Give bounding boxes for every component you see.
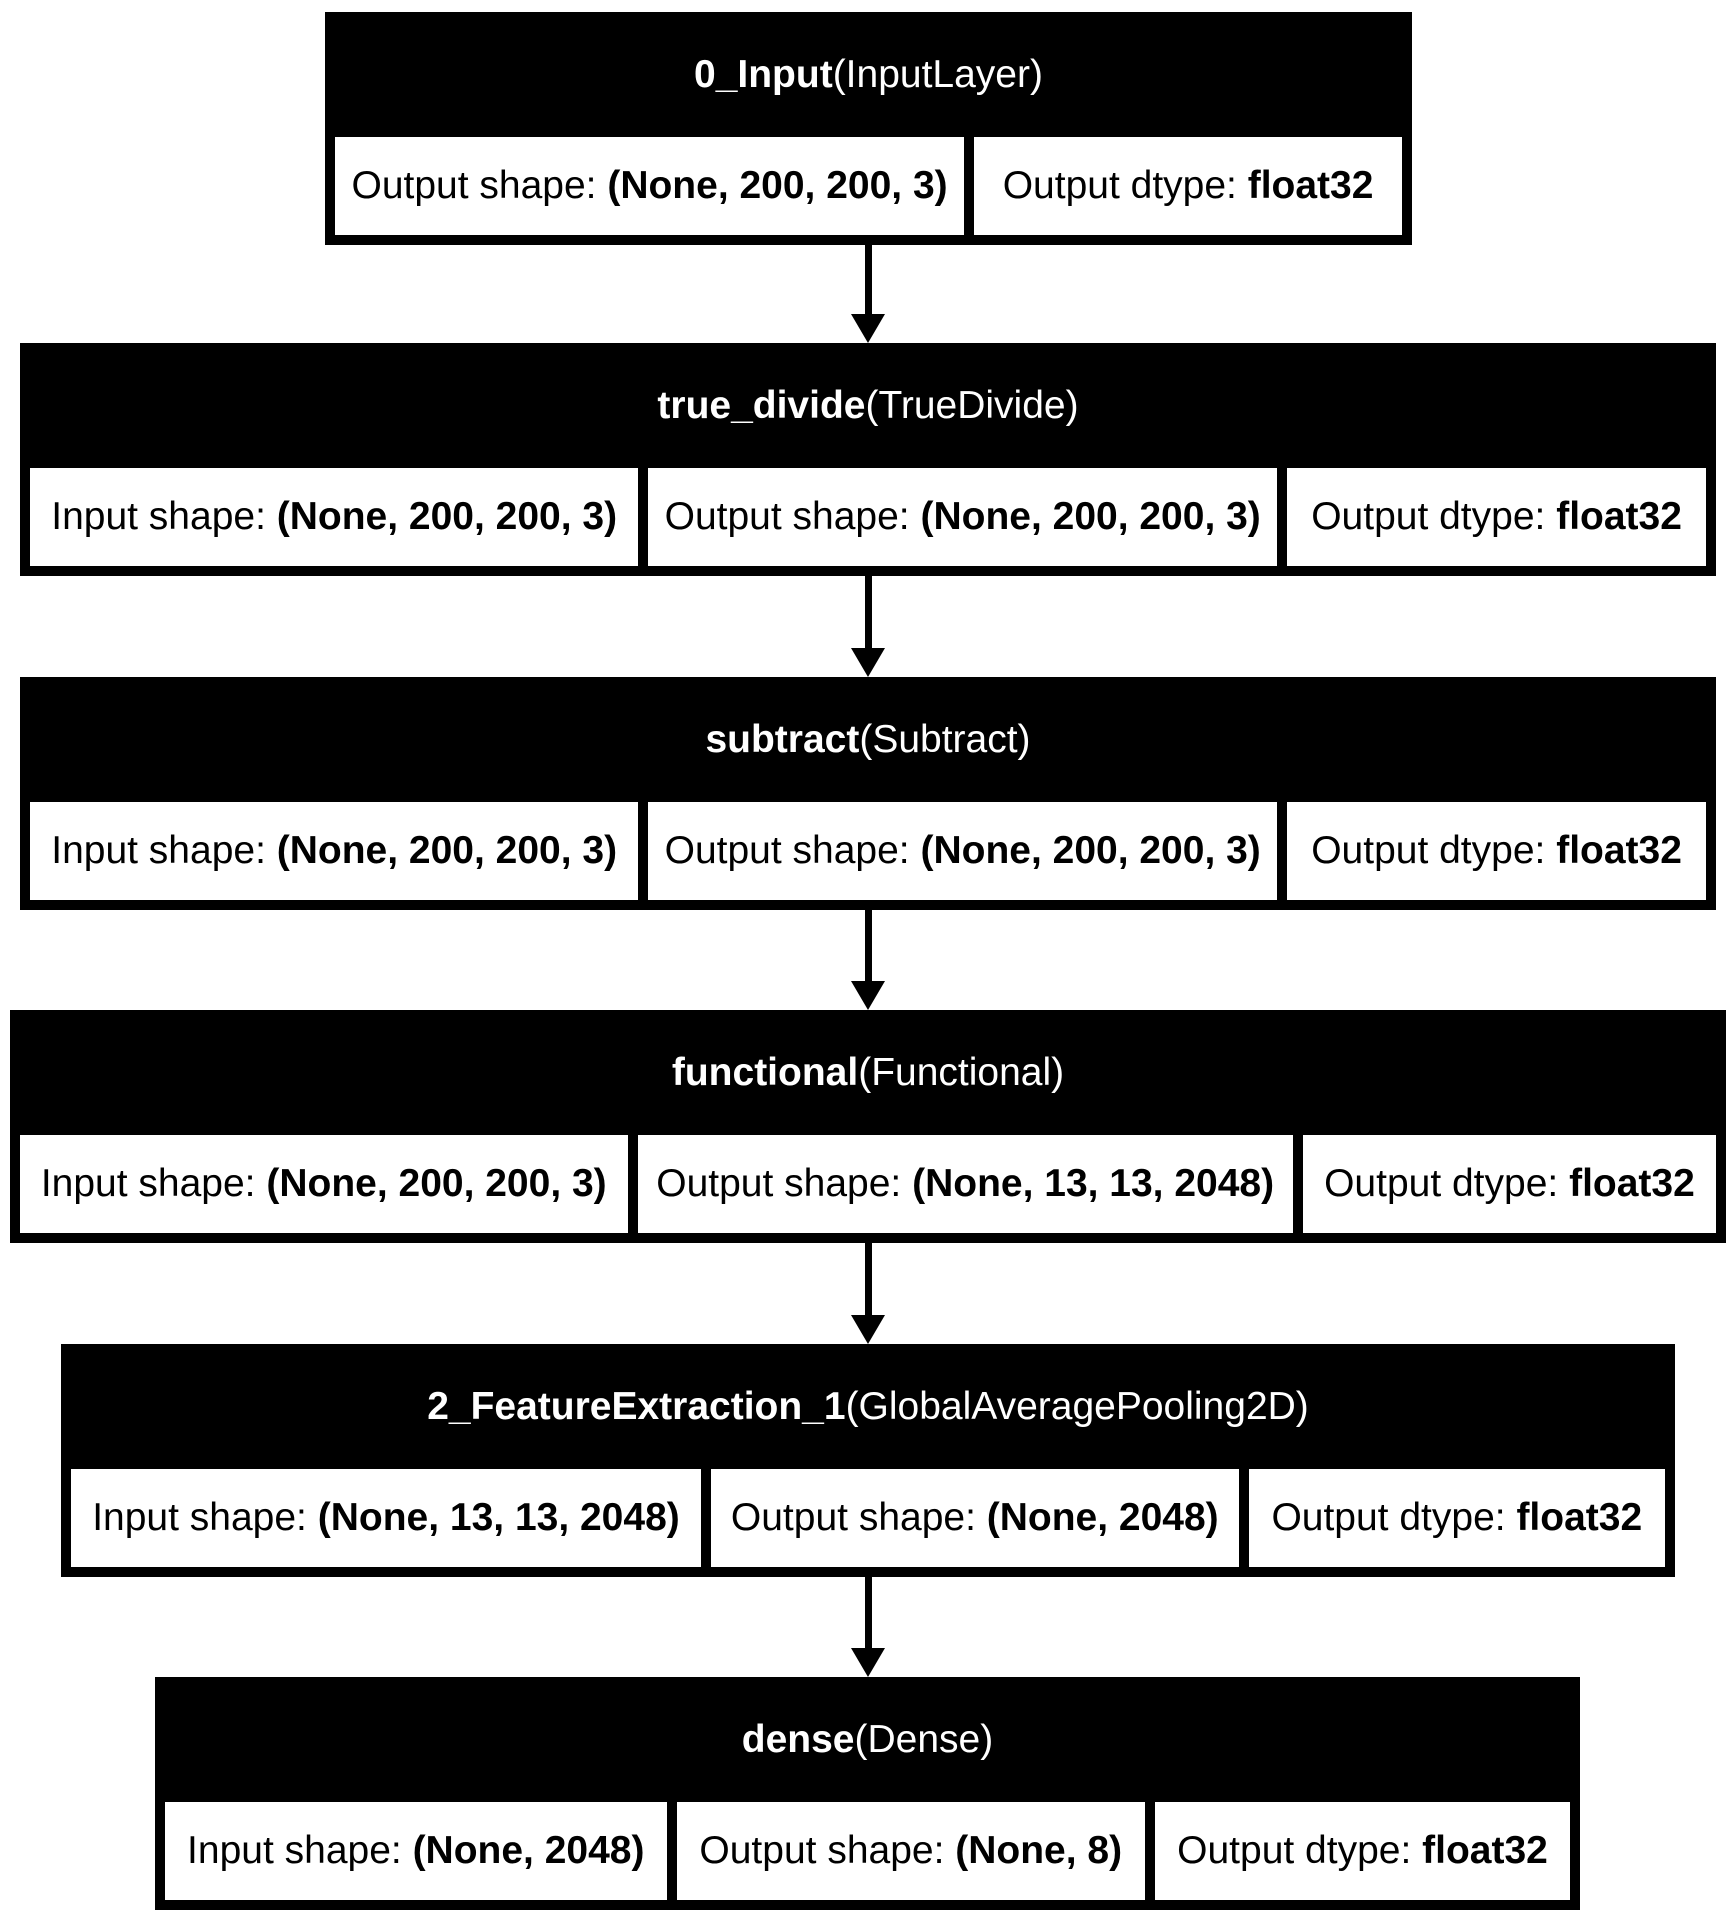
layer-name: functional bbox=[671, 1050, 859, 1094]
cell-value: (None, 200, 200, 3) bbox=[920, 829, 1261, 872]
layer-attribute-row: Input shape: (None, 200, 200, 3) Output … bbox=[20, 1135, 1716, 1233]
layer-name: subtract bbox=[705, 717, 860, 761]
cell-output-shape: Output shape: (None, 2048) bbox=[710, 1469, 1239, 1567]
layer-node-subtract: subtract (Subtract) Input shape: (None, … bbox=[20, 677, 1716, 910]
layer-class: (Subtract) bbox=[859, 717, 1031, 761]
cell-output-shape: Output shape: (None, 200, 200, 3) bbox=[648, 468, 1278, 566]
cell-output-dtype: Output dtype: float32 bbox=[1302, 1135, 1716, 1233]
layer-class: (GlobalAveragePooling2D) bbox=[845, 1384, 1309, 1428]
layer-class: (InputLayer) bbox=[832, 52, 1043, 96]
cell-input-shape: Input shape: (None, 2048) bbox=[165, 1802, 667, 1900]
layer-node-0-input: 0_Input (InputLayer) Output shape: (None… bbox=[325, 12, 1412, 245]
cell-output-shape: Output shape: (None, 13, 13, 2048) bbox=[637, 1135, 1293, 1233]
arrow-line bbox=[864, 245, 872, 314]
flow-arrow bbox=[851, 910, 885, 1010]
arrowhead-icon bbox=[851, 1648, 885, 1677]
cell-input-shape: Input shape: (None, 13, 13, 2048) bbox=[71, 1469, 701, 1567]
layer-attribute-row: Input shape: (None, 13, 13, 2048) Output… bbox=[71, 1469, 1665, 1567]
cell-input-shape: Input shape: (None, 200, 200, 3) bbox=[30, 802, 639, 900]
layer-attribute-row: Input shape: (None, 2048) Output shape: … bbox=[165, 1802, 1570, 1900]
cell-label: Output shape: bbox=[664, 495, 921, 538]
flow-arrow bbox=[851, 1243, 885, 1344]
cell-input-shape: Input shape: (None, 200, 200, 3) bbox=[30, 468, 639, 566]
layer-node-functional: functional (Functional) Input shape: (No… bbox=[10, 1010, 1726, 1243]
cell-output-dtype: Output dtype: float32 bbox=[1154, 1802, 1570, 1900]
cell-output-dtype: Output dtype: float32 bbox=[1287, 468, 1706, 566]
cell-value: (None, 8) bbox=[955, 1829, 1123, 1872]
cell-value: (None, 13, 13, 2048) bbox=[317, 1496, 680, 1539]
layer-node-true-divide: true_divide (TrueDivide) Input shape: (N… bbox=[20, 343, 1716, 576]
layer-attribute-row: Input shape: (None, 200, 200, 3) Output … bbox=[30, 468, 1706, 566]
cell-label: Output dtype: bbox=[1324, 1162, 1570, 1205]
layer-attribute-row: Input shape: (None, 200, 200, 3) Output … bbox=[30, 802, 1706, 900]
layer-class: (TrueDivide) bbox=[865, 383, 1079, 427]
cell-value: (None, 2048) bbox=[412, 1829, 645, 1872]
cell-label: Input shape: bbox=[51, 495, 277, 538]
arrow-line bbox=[864, 1243, 872, 1315]
cell-label: Input shape: bbox=[92, 1496, 318, 1539]
cell-label: Output dtype: bbox=[1311, 829, 1557, 872]
flow-arrow bbox=[851, 1577, 885, 1677]
cell-label: Output shape: bbox=[656, 1162, 913, 1205]
layer-title: 0_Input (InputLayer) bbox=[325, 12, 1412, 137]
layer-title: 2_FeatureExtraction_1 (GlobalAveragePool… bbox=[61, 1344, 1675, 1469]
cell-output-shape: Output shape: (None, 8) bbox=[676, 1802, 1145, 1900]
cell-label: Output dtype: bbox=[1311, 495, 1557, 538]
layer-name: 0_Input bbox=[694, 52, 833, 96]
flow-arrow bbox=[851, 576, 885, 677]
cell-label: Input shape: bbox=[187, 1829, 413, 1872]
arrow-line bbox=[864, 1577, 872, 1648]
cell-label: Input shape: bbox=[51, 829, 277, 872]
layer-name: dense bbox=[741, 1717, 855, 1761]
cell-output-shape: Output shape: (None, 200, 200, 3) bbox=[335, 137, 965, 235]
cell-output-shape: Output shape: (None, 200, 200, 3) bbox=[648, 802, 1278, 900]
cell-label: Input shape: bbox=[40, 1162, 267, 1205]
cell-output-dtype: Output dtype: float32 bbox=[974, 137, 1402, 235]
cell-label: Output dtype: bbox=[1271, 1496, 1517, 1539]
layer-title: true_divide (TrueDivide) bbox=[20, 343, 1716, 468]
cell-output-dtype: Output dtype: float32 bbox=[1248, 1469, 1665, 1567]
cell-value: (None, 200, 200, 3) bbox=[276, 829, 618, 872]
layer-name: 2_FeatureExtraction_1 bbox=[427, 1384, 846, 1428]
layer-title: dense (Dense) bbox=[155, 1677, 1580, 1802]
cell-value: (None, 2048) bbox=[986, 1496, 1219, 1539]
cell-value: (None, 200, 200, 3) bbox=[276, 495, 618, 538]
arrow-line bbox=[864, 576, 872, 648]
cell-value: float32 bbox=[1556, 829, 1682, 872]
arrowhead-icon bbox=[851, 1315, 885, 1344]
layer-class: (Functional) bbox=[858, 1050, 1065, 1094]
cell-label: Output shape: bbox=[730, 1496, 987, 1539]
cell-value: (None, 200, 200, 3) bbox=[920, 495, 1261, 538]
cell-label: Output shape: bbox=[699, 1829, 956, 1872]
layer-attribute-row: Output shape: (None, 200, 200, 3) Output… bbox=[335, 137, 1402, 235]
arrowhead-icon bbox=[851, 648, 885, 677]
arrow-line bbox=[864, 910, 872, 981]
cell-value: float32 bbox=[1569, 1162, 1695, 1205]
cell-value: (None, 13, 13, 2048) bbox=[912, 1162, 1275, 1205]
cell-label: Output shape: bbox=[664, 829, 921, 872]
layer-title: functional (Functional) bbox=[10, 1010, 1726, 1135]
layer-node-feature-extraction: 2_FeatureExtraction_1 (GlobalAveragePool… bbox=[61, 1344, 1675, 1577]
layer-class: (Dense) bbox=[854, 1717, 994, 1761]
cell-value: float32 bbox=[1556, 495, 1682, 538]
arrowhead-icon bbox=[851, 314, 885, 343]
layer-name: true_divide bbox=[657, 383, 866, 427]
cell-value: (None, 200, 200, 3) bbox=[607, 164, 948, 207]
cell-label: Output dtype: bbox=[1002, 164, 1248, 207]
layer-title: subtract (Subtract) bbox=[20, 677, 1716, 802]
cell-output-dtype: Output dtype: float32 bbox=[1287, 802, 1706, 900]
cell-value: float32 bbox=[1247, 164, 1374, 207]
cell-label: Output dtype: bbox=[1177, 1829, 1423, 1872]
cell-value: float32 bbox=[1516, 1496, 1643, 1539]
cell-value: (None, 200, 200, 3) bbox=[266, 1162, 607, 1205]
flow-arrow bbox=[851, 245, 885, 343]
cell-value: float32 bbox=[1422, 1829, 1548, 1872]
cell-input-shape: Input shape: (None, 200, 200, 3) bbox=[20, 1135, 628, 1233]
cell-label: Output shape: bbox=[351, 164, 608, 207]
layer-node-dense: dense (Dense) Input shape: (None, 2048) … bbox=[155, 1677, 1580, 1910]
arrowhead-icon bbox=[851, 981, 885, 1010]
